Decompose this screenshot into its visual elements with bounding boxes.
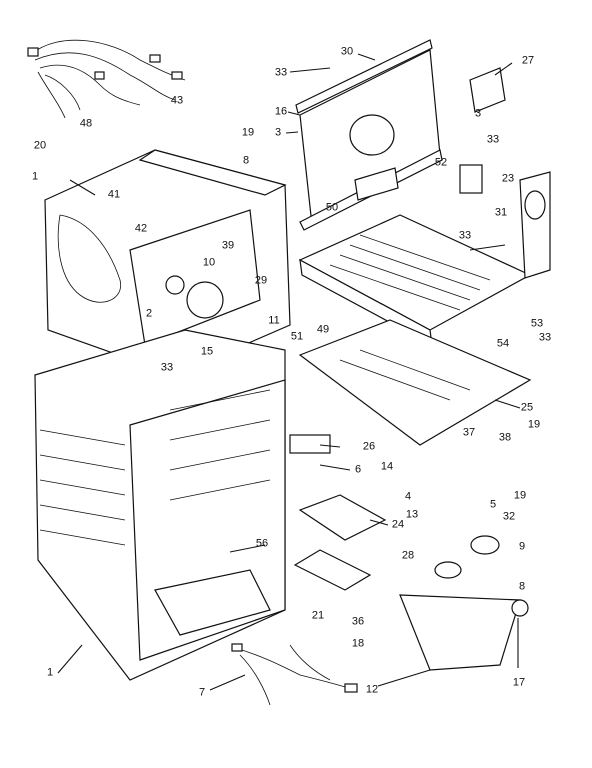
bottom-pan <box>298 319 532 446</box>
callout-3: 3 <box>274 126 282 139</box>
callout-17: 17 <box>512 676 526 689</box>
wiring-harness-lower <box>231 643 358 706</box>
callout-10: 10 <box>202 256 216 269</box>
callout-7: 7 <box>198 686 206 699</box>
callout-1: 1 <box>31 170 39 183</box>
callout-1: 1 <box>46 666 54 679</box>
callout-51: 51 <box>290 330 304 343</box>
callout-18: 18 <box>351 637 365 650</box>
callout-21: 21 <box>311 609 325 622</box>
drain-pan <box>298 214 532 347</box>
callout-16: 16 <box>274 105 288 118</box>
callout-31: 31 <box>494 206 508 219</box>
leader-lines <box>57 53 521 691</box>
callout-49: 49 <box>316 323 330 336</box>
callout-38: 38 <box>498 431 512 444</box>
duct-parts <box>289 434 387 591</box>
freezer-liner <box>44 149 291 376</box>
callout-32: 32 <box>502 510 516 523</box>
callout-19: 19 <box>513 489 527 502</box>
callout-3: 3 <box>474 107 482 120</box>
callout-53: 53 <box>530 317 544 330</box>
bracket-27 <box>469 67 506 113</box>
callout-5: 5 <box>489 498 497 511</box>
part-50 <box>354 167 399 201</box>
callout-25: 25 <box>520 401 534 414</box>
back-panel <box>295 39 443 231</box>
callout-33: 33 <box>274 66 288 79</box>
callout-19: 19 <box>527 418 541 431</box>
callout-50: 50 <box>325 201 339 214</box>
callout-26: 26 <box>362 440 376 453</box>
callout-15: 15 <box>200 345 214 358</box>
callout-14: 14 <box>380 460 394 473</box>
callout-8: 8 <box>518 580 526 593</box>
callout-56: 56 <box>255 537 269 550</box>
callout-37: 37 <box>462 426 476 439</box>
callout-52: 52 <box>434 156 448 169</box>
callout-4: 4 <box>404 490 412 503</box>
callout-23: 23 <box>501 172 515 185</box>
callout-8: 8 <box>242 154 250 167</box>
callout-6: 6 <box>354 463 362 476</box>
callout-30: 30 <box>340 45 354 58</box>
control-housing <box>399 535 529 671</box>
callout-33: 33 <box>486 133 500 146</box>
callout-41: 41 <box>107 188 121 201</box>
callout-33: 33 <box>160 361 174 374</box>
fresh-food-liner <box>34 329 286 681</box>
callout-33: 33 <box>458 229 472 242</box>
callout-27: 27 <box>521 54 535 67</box>
callout-12: 12 <box>365 683 379 696</box>
callout-20: 20 <box>33 139 47 152</box>
part-31 <box>459 164 483 194</box>
callout-11: 11 <box>268 314 280 327</box>
callout-54: 54 <box>496 337 510 350</box>
callout-29: 29 <box>254 274 268 287</box>
callout-2: 2 <box>145 307 153 320</box>
air-tower <box>519 171 551 279</box>
callout-36: 36 <box>351 615 365 628</box>
callout-28: 28 <box>401 549 415 562</box>
callout-43: 43 <box>170 94 184 107</box>
callout-19: 19 <box>241 126 255 139</box>
callout-13: 13 <box>405 508 419 521</box>
callout-33: 33 <box>538 331 552 344</box>
callout-48: 48 <box>79 117 93 130</box>
callout-42: 42 <box>134 222 148 235</box>
callout-39: 39 <box>221 239 235 252</box>
callout-9: 9 <box>518 540 526 553</box>
wiring-harness-upper <box>27 39 186 119</box>
callout-24: 24 <box>391 518 405 531</box>
